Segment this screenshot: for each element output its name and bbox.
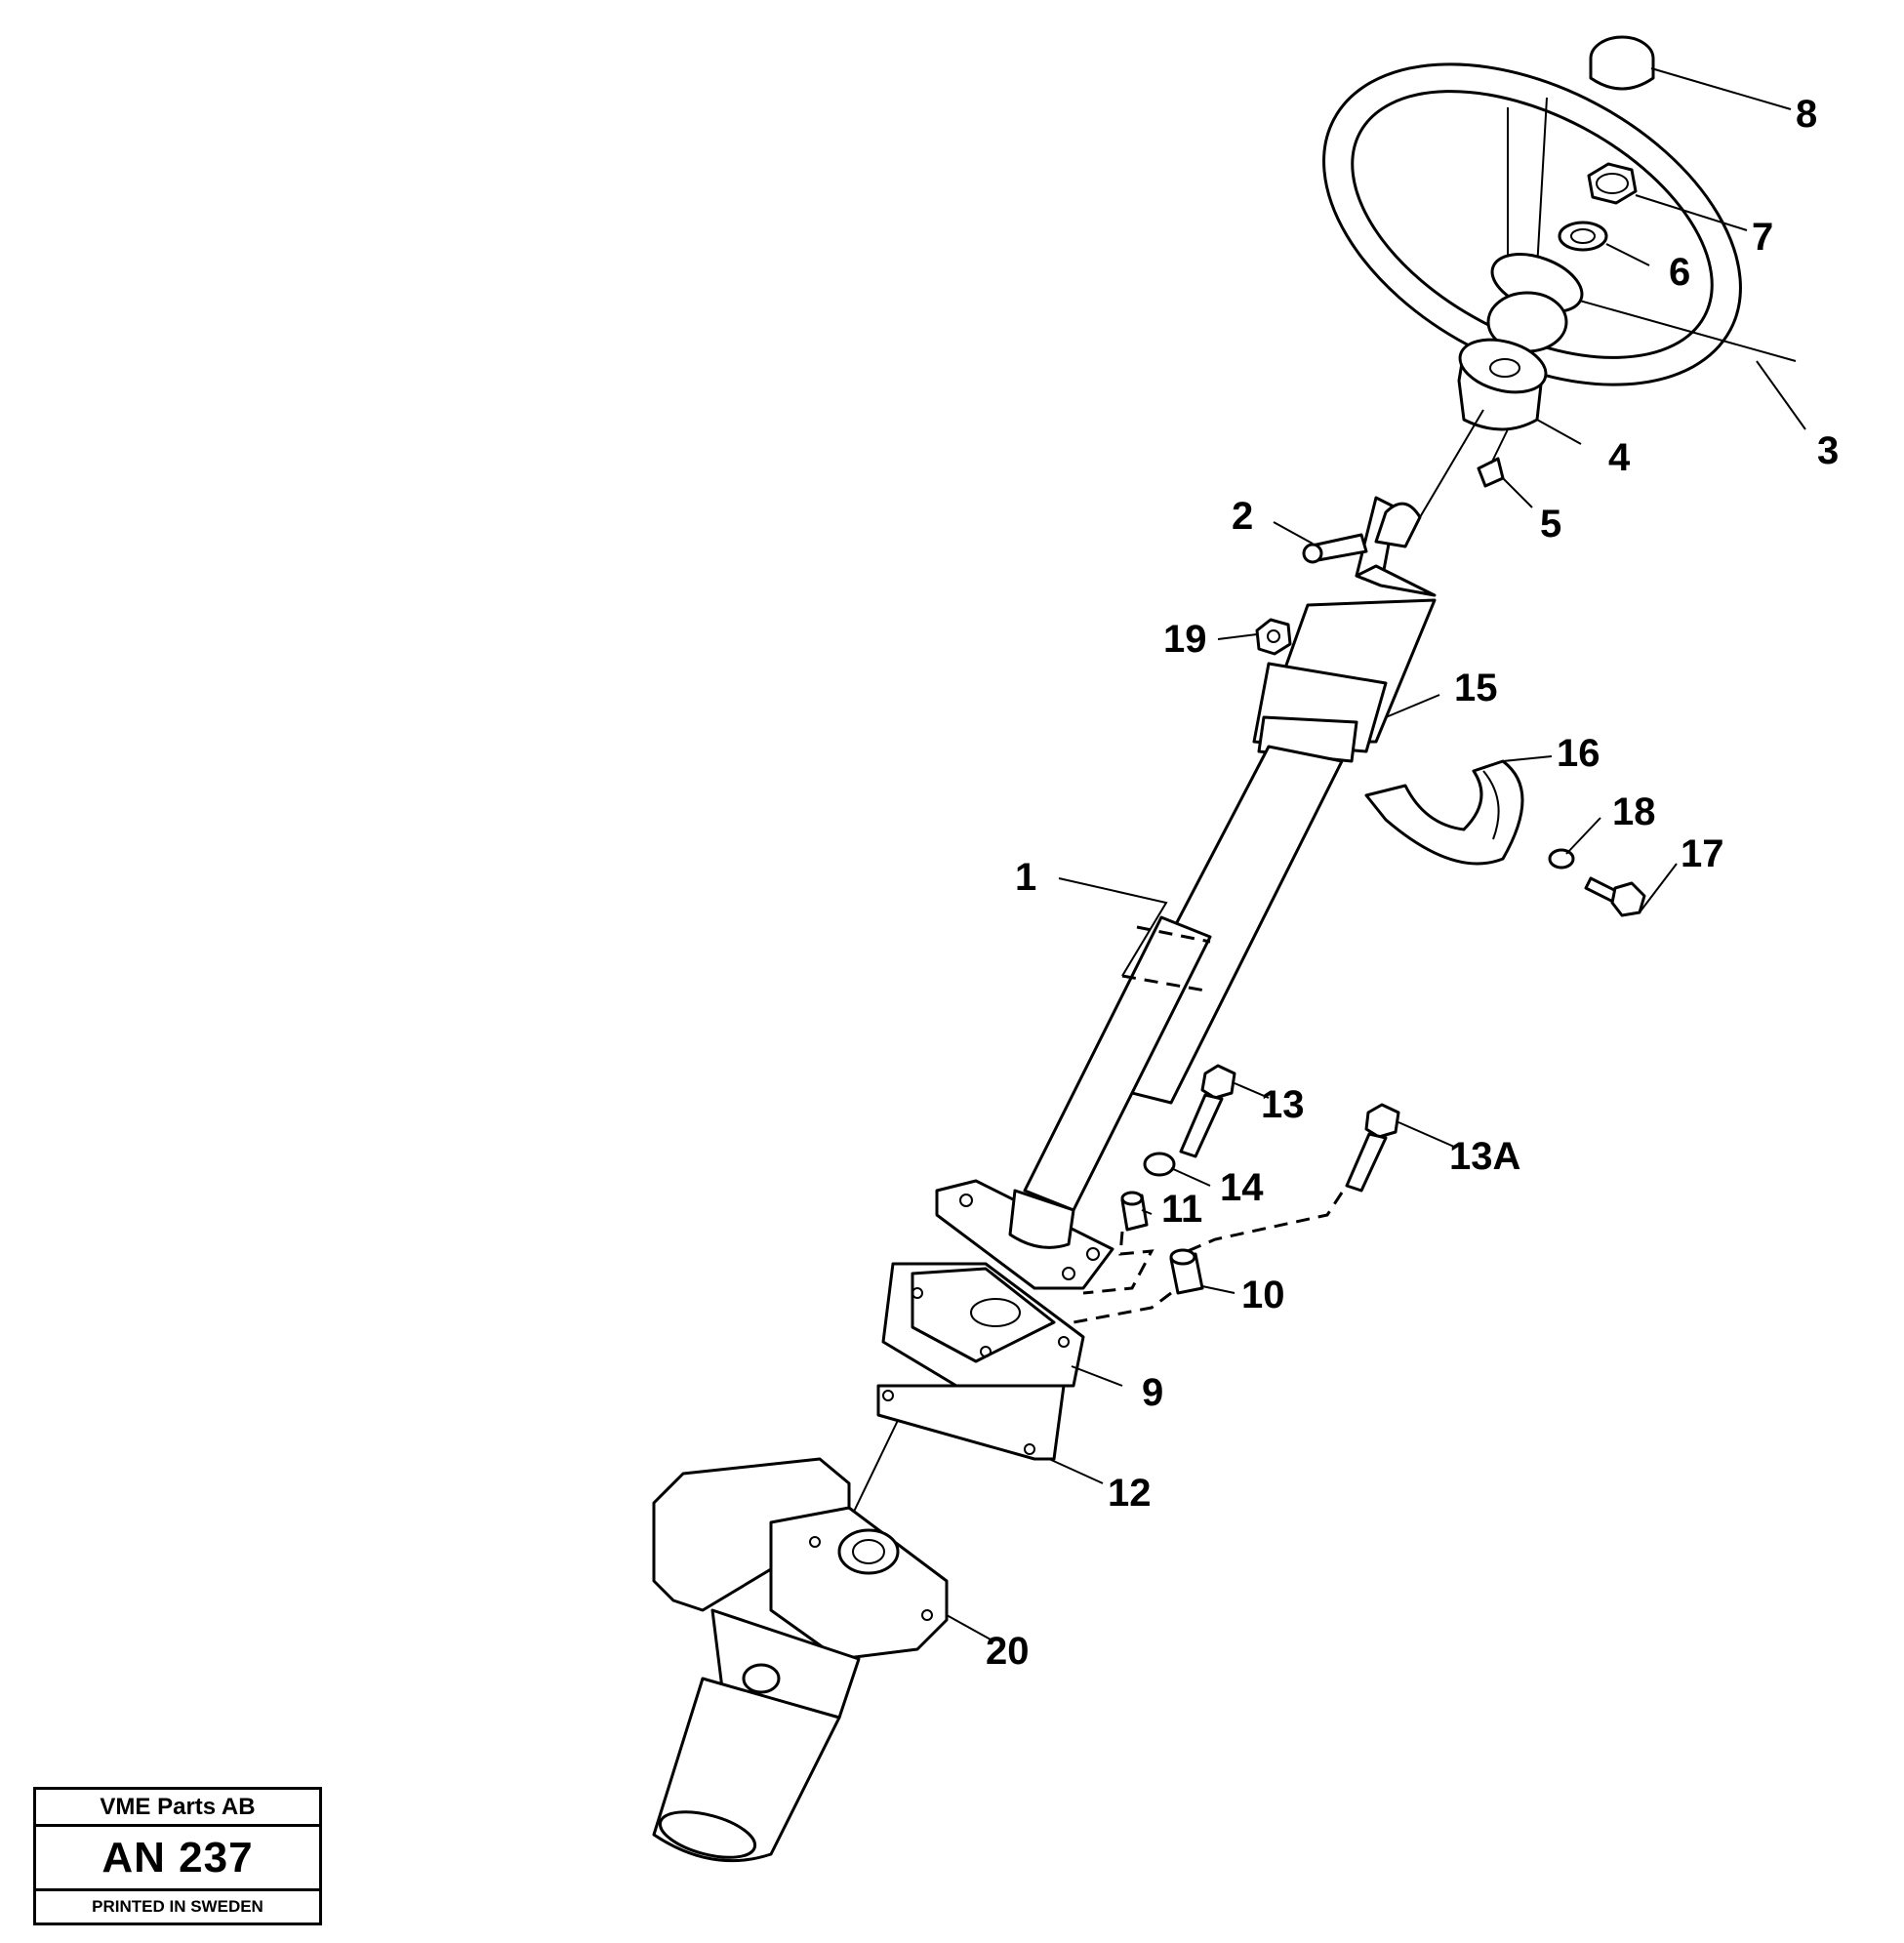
washer-14 (1143, 1152, 1176, 1177)
callout-13: 13 (1261, 1083, 1305, 1126)
drawing-number: AN 237 (36, 1827, 319, 1891)
callout-16: 16 (1557, 732, 1600, 775)
printed-note: PRINTED IN SWEDEN (92, 1897, 263, 1916)
callout-4: 4 (1608, 436, 1631, 479)
callout-14: 14 (1220, 1166, 1264, 1209)
washer (1558, 221, 1608, 252)
callout-13a: 13A (1449, 1135, 1520, 1178)
mounting-path-dashed (1073, 1192, 1344, 1324)
callout-6: 6 (1669, 251, 1690, 294)
callout-18: 18 (1612, 790, 1656, 833)
bolt-13 (1179, 1064, 1236, 1158)
callout-20: 20 (986, 1630, 1030, 1673)
company-name: VME Parts AB (36, 1790, 319, 1827)
mounting-bracket (881, 1262, 1085, 1388)
callout-3: 3 (1817, 429, 1839, 472)
gasket (876, 1384, 1066, 1461)
callout-19: 19 (1163, 618, 1207, 661)
column-clamp (1364, 759, 1524, 866)
shaft-top (1302, 496, 1437, 597)
hub-adapter (1457, 338, 1548, 431)
steering-column-tube (1023, 598, 1437, 1212)
steering-valve-unit (652, 1457, 949, 1863)
callout-17: 17 (1681, 832, 1724, 875)
callout-9: 9 (1142, 1371, 1163, 1414)
screw (1477, 428, 1509, 488)
clamp-bolt (1584, 876, 1646, 917)
callout-15: 15 (1454, 667, 1498, 709)
spacer-10 (1169, 1248, 1204, 1295)
callout-1: 1 (1015, 856, 1036, 899)
callout-11: 11 (1161, 1188, 1202, 1231)
callout-8: 8 (1796, 93, 1817, 136)
bolt-13a (1345, 1103, 1400, 1193)
centre-cap (1589, 35, 1655, 91)
callout-2: 2 (1232, 495, 1253, 538)
callout-5: 5 (1540, 503, 1561, 546)
lock-washer (1548, 848, 1575, 870)
steering-wheel (1322, 62, 1797, 386)
steering-wheel-nut (1587, 162, 1638, 205)
column-flange (935, 1179, 1114, 1290)
leader-lines (946, 67, 1806, 1640)
title-block: VME Parts AB AN 237 PRINTED IN SWEDEN (33, 1787, 322, 1925)
callout-7: 7 (1752, 216, 1773, 259)
spacer-11 (1120, 1191, 1149, 1232)
callout-12: 12 (1108, 1472, 1152, 1515)
callout-10: 10 (1241, 1274, 1285, 1316)
nut (1255, 618, 1292, 656)
